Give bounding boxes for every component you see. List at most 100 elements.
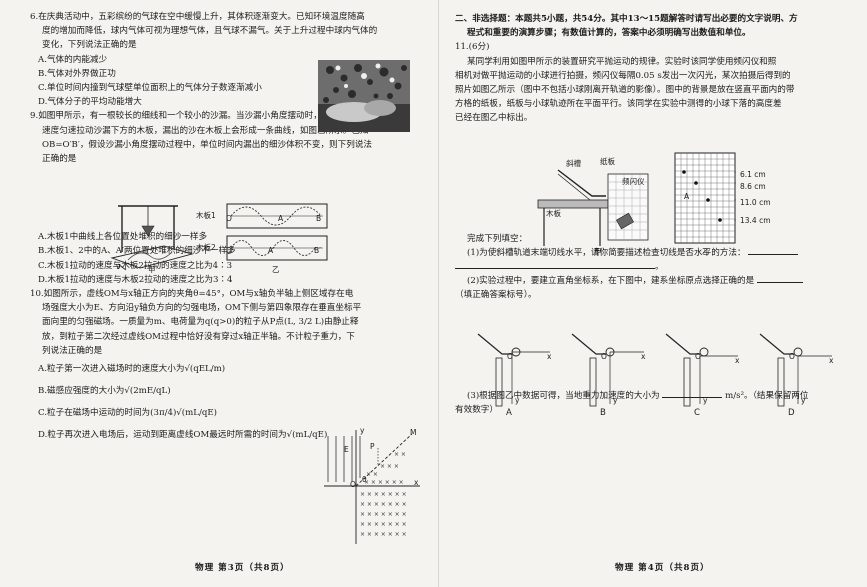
sand-pendulum-figure — [110, 205, 194, 271]
fig-label-board: 木板 — [546, 209, 561, 218]
choice-label-d[interactable]: D — [788, 408, 795, 418]
axis-label-y-b: y — [613, 396, 618, 405]
sub-question-3-cont: 有效数字） — [455, 404, 498, 415]
choice-label-c[interactable]: C — [694, 408, 701, 418]
height-label-2: 8.6 cm — [740, 182, 766, 191]
axis-label-o-a: O — [507, 352, 513, 361]
svg-text:× ×: × × — [366, 471, 378, 478]
q9-option-b: B.木板1、2中的A、A′两位置处堆积的细沙不一样多 — [38, 246, 236, 257]
q6-option-b: B.气体对外界做正功 — [38, 68, 116, 79]
axis-label-y-c: y — [703, 396, 708, 405]
q10-option-c: C.粒子在磁场中运动的时间为(3π/4)√(mL/qE) — [38, 408, 218, 419]
q11-title: 11.(6分) — [455, 42, 490, 53]
fig-label-paper: 纸板 — [600, 157, 615, 166]
section-header-line: 程式和重要的演算步骤；有数值计算的，答案中必须明确写出数值和单位。 — [467, 28, 751, 39]
svg-text:× × × × × × ×: × × × × × × × — [360, 531, 407, 538]
fig-label-a-prime: A′ — [268, 246, 275, 255]
q10-stem-line: 列说法正确的是 — [42, 345, 103, 356]
axis-label-y-a: y — [515, 396, 520, 405]
choice-figure-c — [665, 333, 738, 407]
fig-label-o-prime: O′ — [226, 246, 234, 255]
axis-label-x-d: x — [829, 356, 834, 365]
answer-blank-1b[interactable] — [455, 268, 655, 270]
q11-stem-line: 某同学利用如图甲所示的装置研究平抛运动的规律。实验时该同学使用频闪仪和照 — [467, 56, 777, 67]
fig-label-flash: 频闪仪 — [622, 177, 645, 186]
q6-stem-line: 度的增加而降低，球内气体可视为理想气体，且气球不漏气。关于上升过程中球内气体的 — [42, 26, 378, 37]
sub-question-1: (1)为使斜槽轨道末端切线水平，请你简要描述检查切线是否水平的方法： — [455, 246, 857, 260]
left-page: 6.在庆典活动中，五彩缤纷的气球在空中缓慢上升，其体积逐渐变大。已知环境温度随高… — [30, 10, 428, 573]
q9-stem-line: 正确的是 — [42, 154, 77, 165]
q11-stem-line: 方格的纸板，纸板与小球轨迹所在平面平行。该同学在实验中测得的小球下落的高度差 — [455, 99, 782, 110]
sub-question-3-unit: m/s²。（结果保留两位 — [725, 390, 809, 401]
q9-stem-line: 速度匀速拉动沙漏下方的木板，漏出的沙在木板上会形成一条曲线，如图乙所示。已知 — [42, 125, 369, 136]
sub-question-1-text: (1)为使斜槽轨道末端切线水平，请你简要描述检查切线是否水平的方法： — [467, 247, 746, 258]
svg-text:× × ×: × × × — [380, 463, 399, 470]
fig-label-theta: θ — [362, 475, 367, 484]
fig-label-o: O — [350, 480, 356, 489]
fig-label-y: y — [360, 426, 365, 435]
grid-photo-figure — [674, 152, 736, 244]
fig-label-a: A — [278, 214, 284, 223]
q10-stem-line: 场强度大小为E、方向沿y轴负方向的匀强电场，OM下侧与第四象限存在垂直坐标平 — [42, 303, 362, 314]
q6-stem-line: 6.在庆典活动中，五彩缤纷的气球在空中缓慢上升，其体积逐渐变大。已知环境温度随高 — [30, 12, 365, 22]
choice-label-b[interactable]: B — [600, 408, 606, 418]
sand-boards-figure — [226, 203, 328, 261]
choice-label-a[interactable]: A — [506, 408, 512, 418]
answer-blank-3[interactable] — [662, 396, 723, 398]
axis-label-y-d: y — [801, 396, 806, 405]
height-label-1: 6.1 cm — [740, 170, 766, 179]
page-footer: 物理 第3页（共8页） — [195, 563, 290, 573]
question-6: 6.在庆典活动中，五彩缤纷的气球在空中缓慢上升，其体积逐渐变大。已知环境温度随高… — [30, 10, 428, 109]
fig-caption-yi: 乙 — [272, 265, 280, 274]
svg-text:× ×: × × — [394, 451, 406, 458]
fig-label-m: M — [410, 428, 417, 437]
q10-option-d: D.粒子再次进入电场后，运动到距离虚线OM最远时所需的时间为√(mL/qE) — [38, 430, 328, 441]
field-figure: × ×× × ×× × × × × × × × × × × × × × ×× ×… — [324, 430, 420, 544]
q10-option-b: B.磁感应强度的大小为√(2mE/qL) — [38, 386, 171, 397]
fig-caption-jia: 甲 — [594, 247, 602, 256]
sub-question-3-text: (3)根据图乙中数据可得，当地重力加速度的大小为 — [467, 390, 660, 401]
fig-label-chute: 斜槽 — [566, 159, 581, 168]
question-10: 10.如图所示，虚线OM与x轴正方向的夹角θ=45°，OM与x轴负半轴上侧区域存… — [30, 287, 428, 446]
q9-stem-line: 9.如图甲所示，有一根较长的细线和一个较小的沙漏。当沙漏小角度摆动时，分别以不同 — [30, 111, 365, 122]
fig-label-board2: 木板2 — [196, 243, 216, 252]
q6-option-c: C.单位时间内撞到气球壁单位面积上的气体分子数逐渐减小 — [38, 83, 262, 94]
height-label-3: 11.0 cm — [740, 198, 771, 207]
svg-text:× × × × × × ×: × × × × × × × — [360, 491, 407, 498]
sub-question-2: (2)实验过程中，要建立直角坐标系，在下图中，建系坐标原点选择正确的是 — [455, 274, 857, 288]
axis-label-x-b: x — [641, 352, 646, 361]
q10-option-a: A.粒子第一次进入磁场时的速度大小为√(qEL/m) — [38, 364, 226, 375]
q10-stem-line: 10.如图所示，虚线OM与x轴正方向的夹角θ=45°，OM与x轴负半轴上侧区域存… — [30, 289, 354, 300]
balloon-photo — [318, 60, 410, 132]
height-label-4: 13.4 cm — [740, 216, 771, 225]
fig-label-b-prime: B′ — [314, 246, 321, 255]
svg-text:× × × × × × ×: × × × × × × × — [360, 521, 407, 528]
fig-label-v: v — [116, 262, 121, 271]
q9-option-d: D.木板1拉动的速度与木板2拉动的速度之比为3∶4 — [38, 274, 233, 285]
svg-text:× × × × × ×: × × × × × × — [364, 479, 404, 486]
sub-question-1-cont: 。 — [455, 260, 857, 274]
fill-intro: 完成下列填空： — [467, 233, 528, 244]
svg-text:× × × × × × ×: × × × × × × × — [360, 501, 407, 508]
q11-stem-line: 照片如图乙所示（图中不包括小球刚离开轨道的影像）。图中的背景是放在竖直平面内的带 — [455, 85, 795, 96]
q11-stem-line: 相机对做平抛运动的小球进行拍摄，频闪仪每隔0.05 s发出一次闪光，某次拍摄后得… — [455, 70, 791, 81]
sub-question-1-end: 。 — [655, 262, 664, 273]
axis-label-o-d: O — [789, 352, 795, 361]
page-footer: 物理 第4页（共8页） — [615, 563, 710, 573]
q6-option-d: D.气体分子的平均动能增大 — [38, 97, 142, 108]
answer-blank-1a[interactable] — [748, 253, 799, 255]
fig-label-p: P — [370, 442, 375, 451]
sub-question-2-cont: （填正确答案标号）。 — [455, 290, 537, 301]
axis-label-o-b: O — [601, 352, 607, 361]
axis-label-x-c: x — [735, 356, 740, 365]
section-header-line: 二、非选择题：本题共5小题，共54分。其中13～15题解答时请写出必要的文字说明… — [455, 14, 798, 24]
q10-stem-line: 放，到粒子第二次经过虚线OM过程中恰好没有穿过x轴正半轴。不计粒子重力，下 — [42, 331, 355, 342]
axis-label-o-c: O — [695, 352, 701, 361]
fig-label-board1: 木板1 — [196, 211, 216, 220]
svg-text:× × × × × × ×: × × × × × × × — [360, 511, 407, 518]
choice-figure-d — [759, 333, 832, 407]
right-page: 二、非选择题：本题共5小题，共54分。其中13～15题解答时请写出必要的文字说明… — [438, 0, 867, 587]
choice-figure-b — [571, 333, 644, 407]
fig-label-x: x — [414, 478, 419, 487]
answer-blank-2[interactable] — [756, 282, 803, 284]
